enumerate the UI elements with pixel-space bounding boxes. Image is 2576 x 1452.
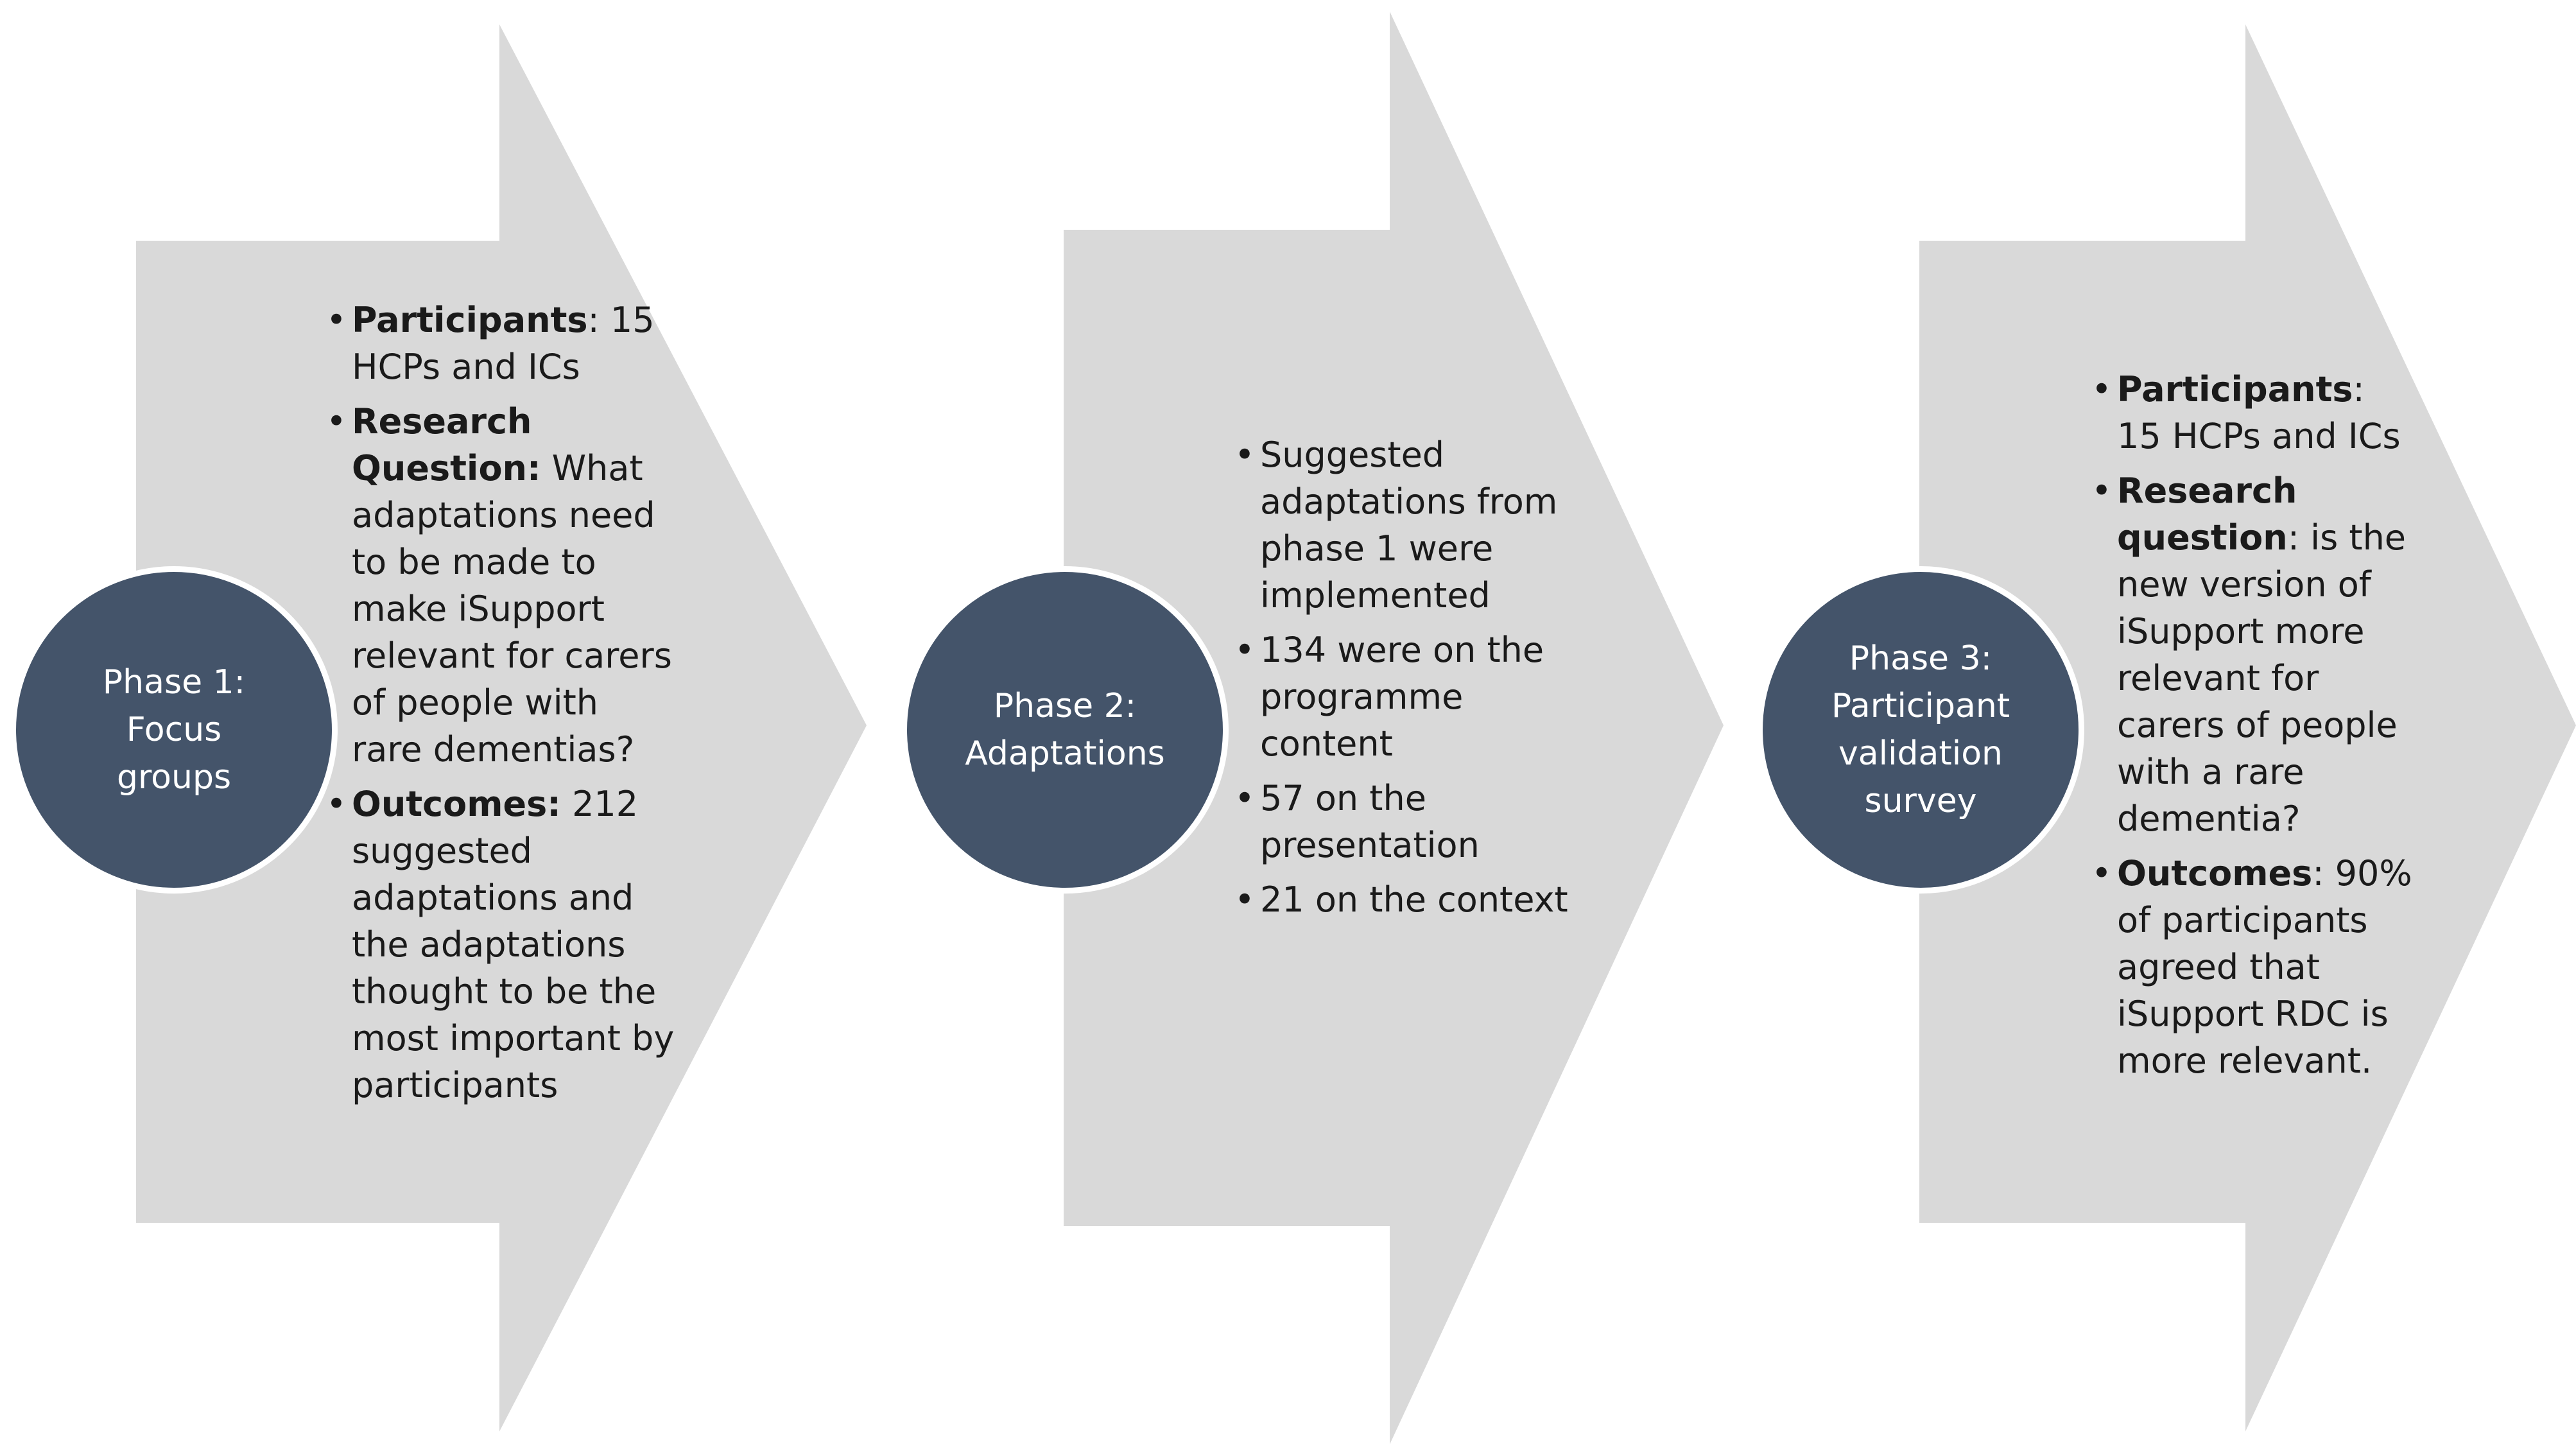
phase-2-bullet-context: 21 on the context [1234,876,1571,923]
phase-3-circle: Phase 3: Participant validation survey [1757,566,2084,894]
phase-1-label: Phase 1: Focus groups [102,663,246,797]
phase-3-bullet-research-question: Research question: is the new version of… [2091,467,2415,842]
phase-1-details: Participants: 15 HCPs and ICs Research Q… [326,297,675,1116]
phase-1-circle: Phase 1: Focus groups [10,566,338,894]
phase-2-bullet-suggested: Suggested adaptations from phase 1 were … [1234,431,1571,619]
phase-3-bullet-participants: Participants: 15 HCPs and ICs [2091,366,2415,460]
phase-2-circle: Phase 2: Adaptations [901,566,1229,894]
phase-1-bullet-research-question: Research Question: What adaptations need… [326,398,675,773]
phase-1-bullet-outcomes: Outcomes: 212 suggested adaptations and … [326,781,675,1109]
phase-2-label: Phase 2: Adaptations [965,687,1165,773]
phase-2-bullet-content: 134 were on the programme content [1234,627,1571,767]
phase-1-bullet-participants: Participants: 15 HCPs and ICs [326,297,675,390]
phase-2-bullet-presentation: 57 on the presentation [1234,775,1571,869]
phase-3-bullet-outcomes: Outcomes: 90% of participants agreed tha… [2091,850,2415,1084]
phase-3-details: Participants: 15 HCPs and ICs Research q… [2091,366,2415,1092]
phase-3-label: Phase 3: Participant validation survey [1831,639,2010,820]
phase-2-details: Suggested adaptations from phase 1 were … [1234,431,1571,931]
